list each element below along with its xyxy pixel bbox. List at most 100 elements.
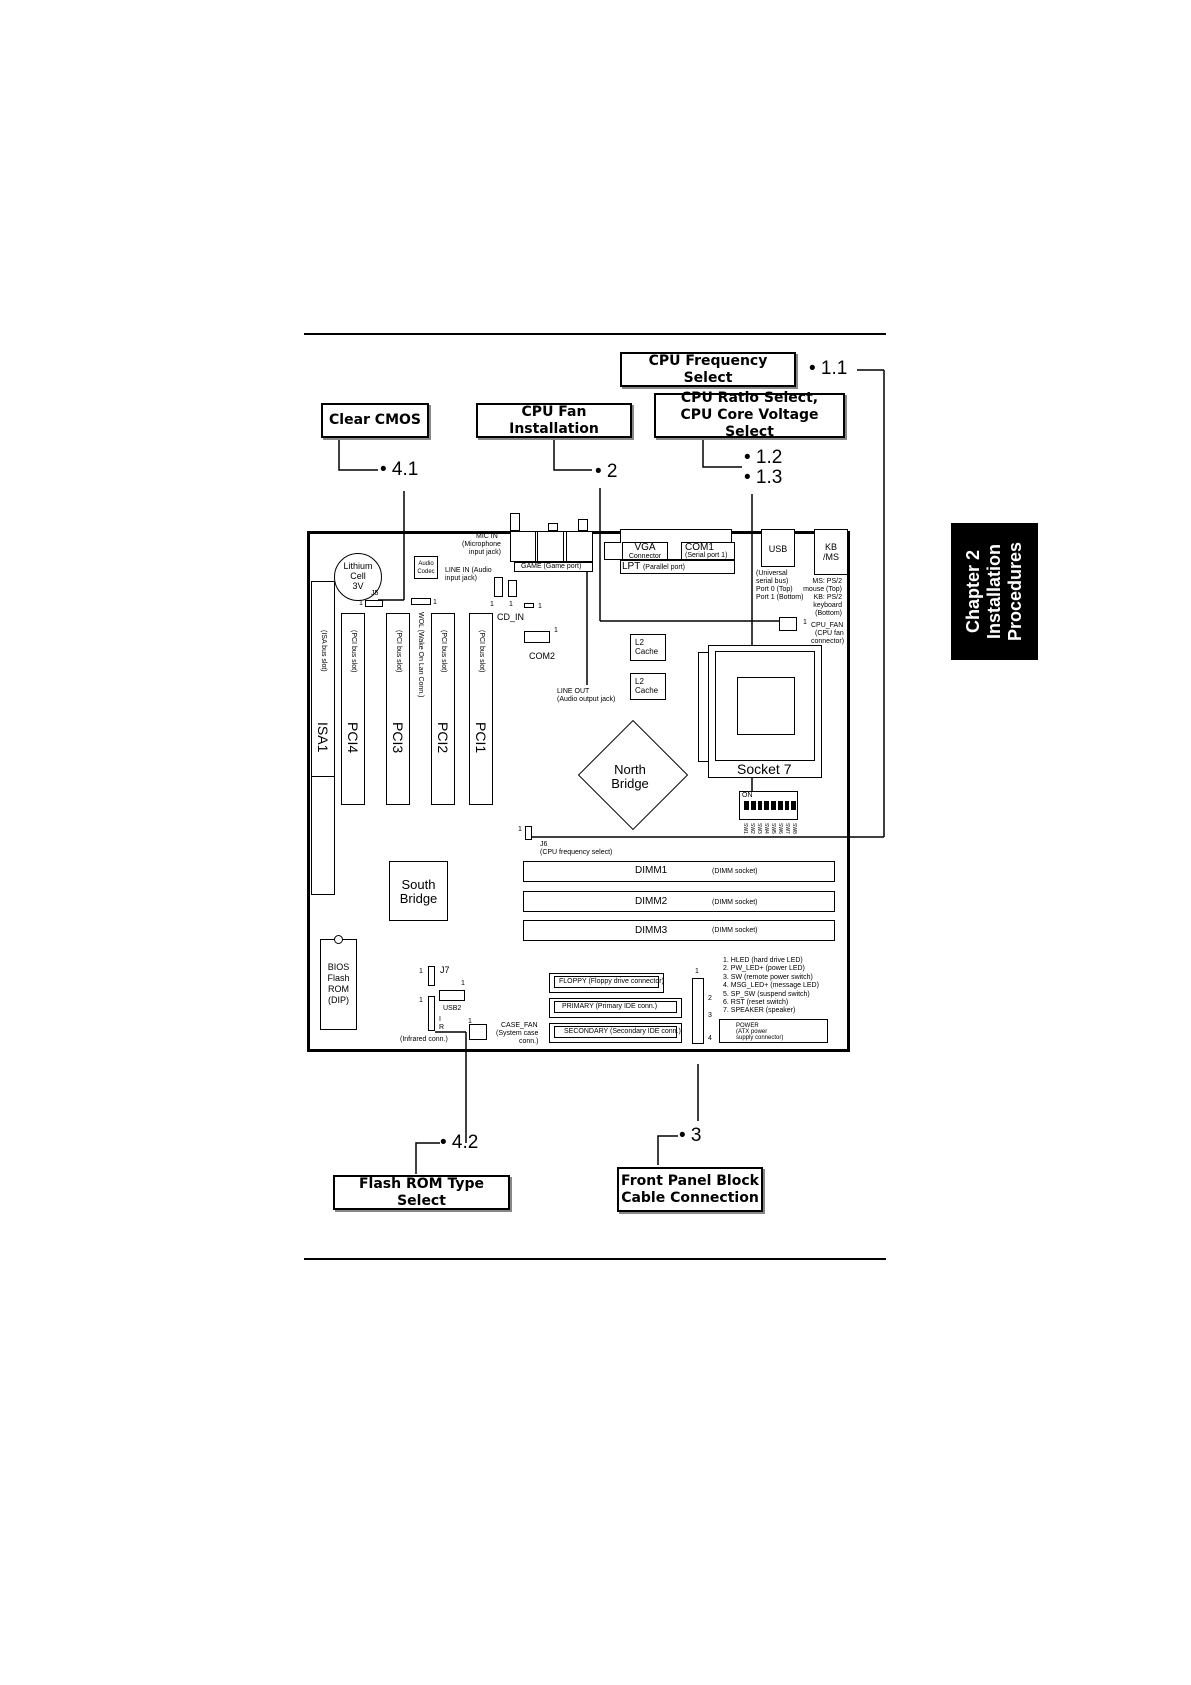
audio-jack-3: [566, 531, 593, 562]
dip-toggle[interactable]: [791, 801, 796, 810]
com2-label: COM2: [529, 651, 556, 661]
usb-desc-l2: serial bus): [756, 578, 789, 585]
socket7-cpu: [737, 677, 795, 735]
dip-label-3: SW3: [756, 823, 762, 834]
wol-label: WOL (Wake On Lan Conn.): [417, 612, 424, 698]
lpt-label: LPT (Parallel port): [622, 561, 685, 574]
south-bridge-l2: Bridge: [399, 891, 438, 906]
kbms-desc-l2: mouse (Top): [803, 586, 842, 593]
cd-in-pin1-c: 1: [538, 603, 542, 610]
dimm3-desc: (DIMM socket): [712, 927, 758, 934]
bios-l3: ROM: [328, 984, 349, 994]
usb-desc-l3: Port 0 (Top): [756, 586, 793, 593]
case-fan-l2: (System case: [496, 1030, 539, 1037]
ir-pin1: 1: [419, 997, 423, 1004]
dip-switch-toggles: [744, 801, 796, 810]
mic-in-l1: MIC IN: [476, 533, 498, 540]
line-in-l2: input jack): [445, 575, 477, 582]
dip-label-4: SW4: [763, 823, 769, 834]
dip-label-5: SW5: [770, 823, 776, 834]
dip-toggle[interactable]: [744, 801, 749, 810]
com2-header: [524, 631, 550, 643]
ref-1-3: • 1.3: [744, 467, 783, 488]
secondary-inner: [554, 1026, 677, 1038]
pci2-slot: [431, 613, 455, 805]
bios-flash-rom: BIOS Flash ROM (DIP): [320, 939, 357, 1030]
audio-codec-l1: Audio: [418, 561, 434, 567]
callout-clear-cmos: Clear CMOS: [321, 403, 429, 438]
front-panel-item-1: 1. HLED (hard drive LED): [723, 957, 803, 964]
ref-3: • 3: [679, 1125, 702, 1146]
jack-tab-2: [548, 523, 558, 531]
lithium-l1: Lithium: [343, 561, 373, 571]
audio-jack-2: [537, 531, 564, 562]
j6-l2: (CPU frequency select): [540, 849, 613, 856]
usb-desc-l4: Port 1 (Bottom): [756, 594, 804, 601]
dip-label-7: SW7: [784, 823, 790, 834]
lithium-cell: Lithium Cell 3V: [334, 553, 382, 601]
ref-2: • 2: [595, 461, 618, 482]
ir-l3: (Infrared conn.): [400, 1036, 448, 1043]
audio-codec-l2: Codec: [417, 569, 435, 575]
l2-cache-2: L2 Cache: [630, 673, 666, 700]
ir-l1: I: [439, 1016, 441, 1023]
front-panel-item-2: 2. PW_LED+ (power LED): [723, 965, 805, 973]
usb-label: USB: [768, 544, 788, 554]
dip-toggle[interactable]: [757, 801, 763, 810]
front-panel-item-7: 7. SPEAKER (speaker): [723, 1007, 796, 1015]
front-panel-item-3: 3. SW (remote power switch): [723, 973, 813, 981]
floppy-inner: [554, 976, 659, 988]
audio-jack-1: [510, 531, 536, 562]
north-bridge-l2: Bridge: [611, 776, 649, 791]
dip-label-1: SW1: [742, 823, 748, 834]
vga-l1: VGA: [634, 542, 656, 553]
case-fan-l3: conn.): [519, 1038, 539, 1045]
dimm3-name: DIMM3: [635, 925, 668, 936]
j6-pin1: 1: [518, 826, 522, 833]
l2-cache-2-l2: Cache: [635, 686, 659, 695]
bios-l4: (DIP): [328, 995, 349, 1005]
vga-connector: VGA Connector: [622, 542, 668, 560]
dip-switch-labels: SW1 SW2 SW3 SW4 SW5 SW6 SW7 SW8: [741, 823, 797, 843]
bios-l2: Flash: [327, 973, 350, 983]
callout-cpu-ratio-select: CPU Ratio Select, CPU Core Voltage Selec…: [654, 390, 845, 440]
isa1-divider: [311, 776, 335, 777]
dip-label-8: SW8: [791, 823, 797, 834]
front-panel-item-5: 5. SP_SW (suspend switch): [723, 990, 810, 998]
cpu-fan-header: [779, 617, 797, 631]
pci1-name: PCI1: [473, 722, 489, 754]
callout-clear-cmos-label: Clear CMOS: [329, 412, 421, 428]
callout-front-panel-line1: Front Panel Block: [621, 1172, 759, 1189]
front-panel-item-6: 6. RST (reset switch): [723, 999, 789, 1007]
line-out-l2: (Audio output jack): [557, 696, 616, 703]
l2-cache-1: L2 Cache: [630, 634, 666, 661]
dip-toggle[interactable]: [771, 801, 776, 810]
mic-in-l2: (Microphone: [462, 541, 501, 548]
dip-toggle[interactable]: [777, 801, 783, 810]
isa1-name: ISA1: [315, 722, 331, 753]
dip-toggle[interactable]: [784, 801, 790, 810]
power-l3: supply connector): [736, 1035, 784, 1041]
callout-cpu-frequency-select: CPU Frequency Select: [620, 352, 796, 387]
usb-desc-l1: (Universal: [756, 570, 788, 577]
callout-cpu-ratio-line2: CPU Core Voltage Select: [680, 407, 819, 440]
j5-pin1: 1: [359, 600, 363, 607]
vga-l2: Connector: [628, 553, 662, 560]
dip-toggle[interactable]: [750, 801, 756, 810]
callout-flash-rom-label: Flash ROM Type Select: [358, 1175, 484, 1209]
jack-tab-1: [510, 513, 520, 531]
pci4-slot: [341, 613, 365, 805]
pci3-name: PCI3: [390, 722, 406, 754]
usb2-pin1: 1: [461, 980, 465, 987]
com1-l1: COM1: [685, 542, 714, 553]
dip-label-2: SW2: [749, 823, 755, 834]
cd-in-header-3: [524, 603, 534, 608]
j7-jumper: [428, 966, 435, 986]
case-fan-l1: CASE_FAN: [501, 1022, 538, 1029]
kbms-desc-l3: KB: PS/2: [813, 594, 842, 601]
dip-toggle[interactable]: [764, 801, 769, 810]
l2-cache-1-l2: Cache: [635, 647, 659, 656]
ir-header: [428, 996, 435, 1031]
front-panel-list: 1. HLED (hard drive LED) 2. PW_LED+ (pow…: [723, 957, 819, 1016]
dimm1-name: DIMM1: [635, 865, 668, 876]
